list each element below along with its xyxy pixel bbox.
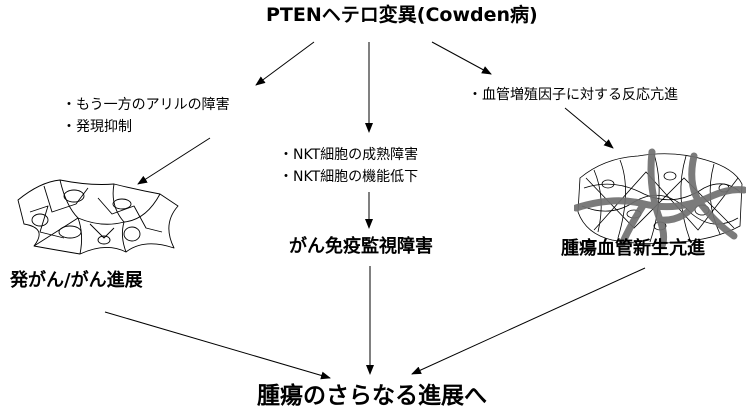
arrow-left-notes-to-cells (137, 137, 211, 185)
left-note-1: ・もう一方のアリルの障害 (62, 97, 230, 113)
arrow-left-outcome-to-final (104, 311, 331, 380)
left-outcome-label: 発がん/がん進展 (10, 270, 143, 291)
left-note-2: ・発現抑制 (62, 119, 132, 135)
final-outcome-label: 腫瘍のさらなる進展へ (257, 383, 487, 409)
left-branch-notes: ・もう一方のアリルの障害 ・発現抑制 (62, 94, 230, 138)
title-pten-mutation: PTENヘテロ変異(Cowden病) (266, 4, 538, 26)
arrow-title-to-left-notes (255, 41, 315, 86)
arrow-right-notes-to-vessels (564, 107, 614, 149)
middle-note-2: ・NKT細胞の機能低下 (279, 169, 419, 185)
tumor-vessel-illustration (574, 148, 746, 248)
right-outcome-label: 腫瘍血管新生亢進 (561, 238, 705, 259)
arrow-right-outcome-to-final (411, 267, 646, 375)
right-note-1: ・血管増殖因子に対する反応亢進 (468, 87, 678, 103)
middle-note-1: ・NKT細胞の成熟障害 (279, 147, 419, 163)
right-branch-notes: ・血管増殖因子に対する反応亢進 (468, 84, 678, 106)
arrow-title-to-right-notes (431, 41, 492, 75)
cell-cluster-illustration (17, 179, 179, 255)
middle-branch-notes: ・NKT細胞の成熟障害 ・NKT細胞の機能低下 (279, 144, 418, 188)
middle-outcome-label: がん免疫監視障害 (289, 236, 433, 257)
